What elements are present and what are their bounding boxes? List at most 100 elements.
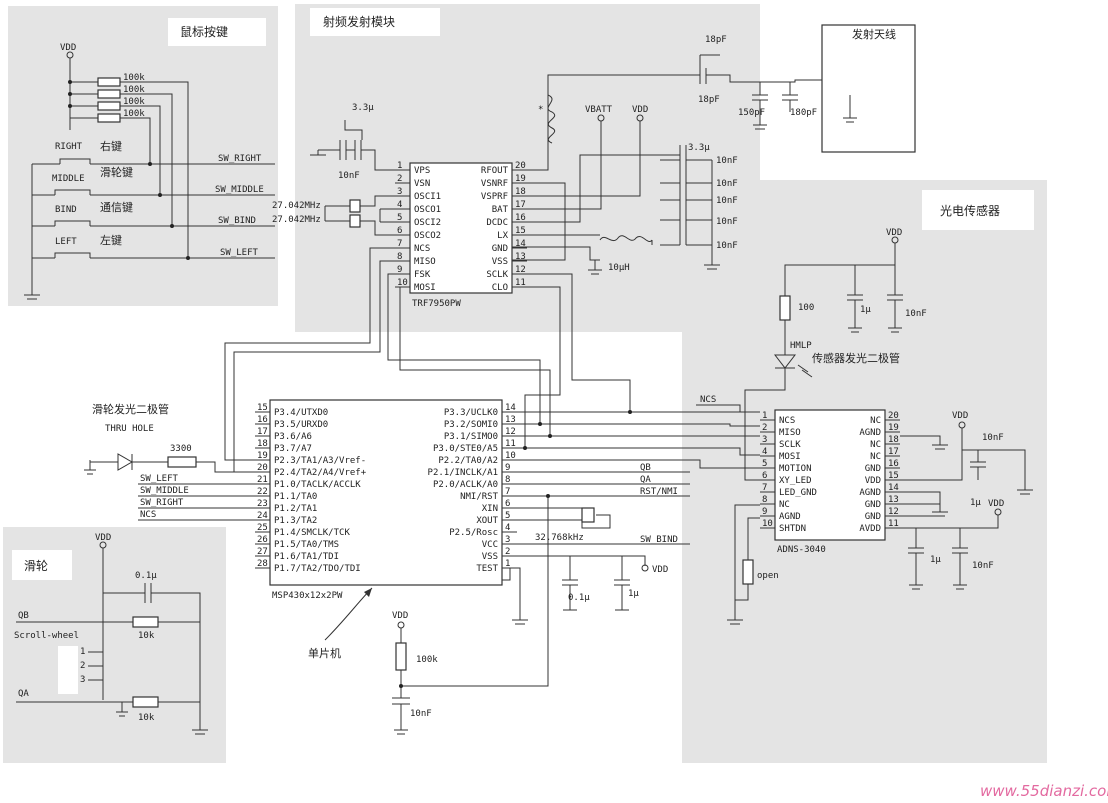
trf-pins-right-pin-signal: DCDC bbox=[486, 218, 508, 228]
trf-pins-left-pin-number: 8 bbox=[397, 252, 402, 262]
svg-text:27.042MHz: 27.042MHz bbox=[272, 215, 321, 225]
svg-text:180pF: 180pF bbox=[790, 108, 817, 118]
mcu-label: 单片机 bbox=[308, 646, 341, 660]
mcu-pins-left-pin-number: 16 bbox=[257, 415, 268, 425]
mcu-pins-right-pin-signal: P2.0/ACLK/A0 bbox=[433, 480, 498, 490]
adns-pins-right-pin-signal: GND bbox=[865, 512, 881, 522]
adns-pins-right-pin-signal: NC bbox=[870, 440, 881, 450]
mcu-pins-right-pin-number: 9 bbox=[505, 463, 510, 473]
svg-text:VDD: VDD bbox=[632, 105, 648, 115]
mcu-pins-right-pin-signal: VCC bbox=[482, 540, 498, 550]
svg-text:10k: 10k bbox=[138, 713, 155, 723]
adns-pins-left-pin-number: 6 bbox=[762, 471, 767, 481]
svg-text:0.1μ: 0.1μ bbox=[568, 593, 590, 603]
mcu-pins-right-pin-signal: P2.5/Rosc bbox=[449, 528, 498, 538]
trf-pins-left-pin-signal: OSCO2 bbox=[414, 231, 441, 241]
svg-text:MIDDLE: MIDDLE bbox=[52, 174, 85, 184]
svg-text:QA: QA bbox=[18, 689, 29, 699]
mcu-pins-right-pin-number: 13 bbox=[505, 415, 516, 425]
svg-text:open: open bbox=[757, 571, 779, 581]
bus-wires: QB QA RST/NMI 32.768kHz SW_BIND VDD 0.1μ… bbox=[224, 247, 760, 735]
trf-pins-left-pin-number: 3 bbox=[397, 187, 402, 197]
mouse-keys-circuit: VDD 100k 100k 100k 100k RIGHT 右键 SW_RIGH… bbox=[24, 43, 275, 300]
adns-pins-left-pin-number: 1 bbox=[762, 411, 767, 421]
trf-pins-right-pin-signal: RFOUT bbox=[481, 166, 509, 176]
svg-text:100k: 100k bbox=[123, 97, 145, 107]
mcu-pins-left-pin-signal: P1.5/TA0/TMS bbox=[274, 540, 339, 550]
mcu-pins-right-pin-number: 10 bbox=[505, 451, 516, 461]
adns-pins-right-pin-signal: NC bbox=[870, 416, 881, 426]
svg-text:10nF: 10nF bbox=[410, 709, 432, 719]
svg-text:VBATT: VBATT bbox=[585, 105, 613, 115]
trf-pins-left-pin-signal: OSCI2 bbox=[414, 218, 441, 228]
panel-title-sensor: 光电传感器 bbox=[940, 203, 1000, 218]
svg-text:VDD: VDD bbox=[988, 499, 1004, 509]
mcu-pins-left-pin-number: 27 bbox=[257, 547, 268, 557]
trf-pins-left-pin-number: 9 bbox=[397, 265, 402, 275]
svg-text:10μH: 10μH bbox=[608, 263, 630, 273]
mcu-pins-left-pin-signal: P1.1/TA0 bbox=[274, 492, 317, 502]
mcu-pins-left-pin-number: 19 bbox=[257, 451, 268, 461]
trf-pins-right-pin-number: 19 bbox=[515, 174, 526, 184]
trf-pins-right-pin-number: 13 bbox=[515, 252, 526, 262]
mcu-pins-right-pin-number: 12 bbox=[505, 427, 516, 437]
mcu-pins-left-pin-signal: P1.0/TACLK/ACCLK bbox=[274, 480, 361, 490]
mcu-pins-left-pin-number: 26 bbox=[257, 535, 268, 545]
mcu-pins-left-pin-signal: P1.2/TA1 bbox=[274, 504, 317, 514]
r100k-1: 100k bbox=[123, 73, 145, 83]
trf-pins-left-pin-signal: VPS bbox=[414, 166, 430, 176]
mcu-pins-left-pin-number: 18 bbox=[257, 439, 268, 449]
mcu-pins-right-pin-signal: P2.1/INCLK/A1 bbox=[428, 468, 498, 478]
svg-text:SW_BIND: SW_BIND bbox=[218, 216, 256, 226]
adns3040-chip bbox=[774, 409, 886, 541]
svg-text:NCS: NCS bbox=[700, 395, 716, 405]
mcu-pins-left-pin-number: 24 bbox=[257, 511, 268, 521]
trf-pins-left-pin-number: 5 bbox=[397, 213, 402, 223]
svg-text:NCS: NCS bbox=[140, 510, 156, 520]
mcu-pins-left-pin-signal: P2.4/TA2/A4/Vref+ bbox=[274, 468, 367, 478]
svg-text:32.768kHz: 32.768kHz bbox=[535, 533, 584, 543]
svg-text:0.1μ: 0.1μ bbox=[135, 571, 157, 581]
trf-pins-left-pin-signal: MISO bbox=[414, 257, 436, 267]
svg-text:VDD: VDD bbox=[652, 565, 668, 575]
trf-pins-right-pin-number: 16 bbox=[515, 213, 526, 223]
mcu-pins-right-pin-signal: P2.2/TA0/A2 bbox=[438, 456, 498, 466]
svg-text:10k: 10k bbox=[138, 631, 155, 641]
adns-pins-right-pin-number: 18 bbox=[888, 435, 899, 445]
adns-pins-left-pin-number: 5 bbox=[762, 459, 767, 469]
adns-pins-right-pin-number: 16 bbox=[888, 459, 899, 469]
svg-text:100k: 100k bbox=[123, 109, 145, 119]
sensor-led-label: 传感器发光二极管 bbox=[812, 351, 900, 365]
svg-text:100k: 100k bbox=[416, 655, 438, 665]
adns-pins-left-pin-number: 3 bbox=[762, 435, 767, 445]
mcu-pins-right-pin-signal: XIN bbox=[482, 504, 498, 514]
trf-pins-left-pin-number: 10 bbox=[397, 278, 408, 288]
adns-pins-left-pin-number: 7 bbox=[762, 483, 767, 493]
svg-text:10nF: 10nF bbox=[716, 196, 738, 206]
svg-text:100: 100 bbox=[798, 303, 814, 313]
mcu-pins-right-pin-signal: P3.2/SOMI0 bbox=[444, 420, 498, 430]
svg-text:1μ: 1μ bbox=[930, 555, 941, 565]
svg-text:1μ: 1μ bbox=[970, 498, 981, 508]
mcu-pins-left-pin-signal: P3.7/A7 bbox=[274, 444, 312, 454]
trf-pins-left-pin-signal: OSCO1 bbox=[414, 205, 441, 215]
trf-pins-left-pin-number: 2 bbox=[397, 174, 402, 184]
adns-pins-right-pin-signal: GND bbox=[865, 500, 881, 510]
adns-pins-left-pin-signal: SCLK bbox=[779, 440, 801, 450]
trf-pins-right-pin-signal: GND bbox=[492, 244, 508, 254]
mcu-pins-right-pin-number: 11 bbox=[505, 439, 516, 449]
adns-pins-right-pin-number: 11 bbox=[888, 519, 899, 529]
mcu-pins-right-pin-number: 5 bbox=[505, 511, 510, 521]
adns-pins-right-pin-signal: AVDD bbox=[859, 524, 881, 534]
adns-name: ADNS-3040 bbox=[777, 545, 826, 555]
mcu-left-wires: 滑轮发光二极管 THRU HOLE 3300 SW_LEFT SW_MIDDLE… bbox=[84, 402, 270, 521]
mcu-pins-left-pin-signal: P1.3/TA2 bbox=[274, 516, 317, 526]
mcu-pins-left-pin-number: 21 bbox=[257, 475, 268, 485]
trf-pins-right-pin-signal: BAT bbox=[492, 205, 509, 215]
adns-pins-left-pin-signal: MOSI bbox=[779, 452, 801, 462]
trf-pins-left-pin-number: 7 bbox=[397, 239, 402, 249]
adns-pins-left-pin-signal: NC bbox=[779, 500, 790, 510]
svg-text:右键: 右键 bbox=[100, 139, 122, 153]
adns-pins-right-pin-number: 20 bbox=[888, 411, 899, 421]
